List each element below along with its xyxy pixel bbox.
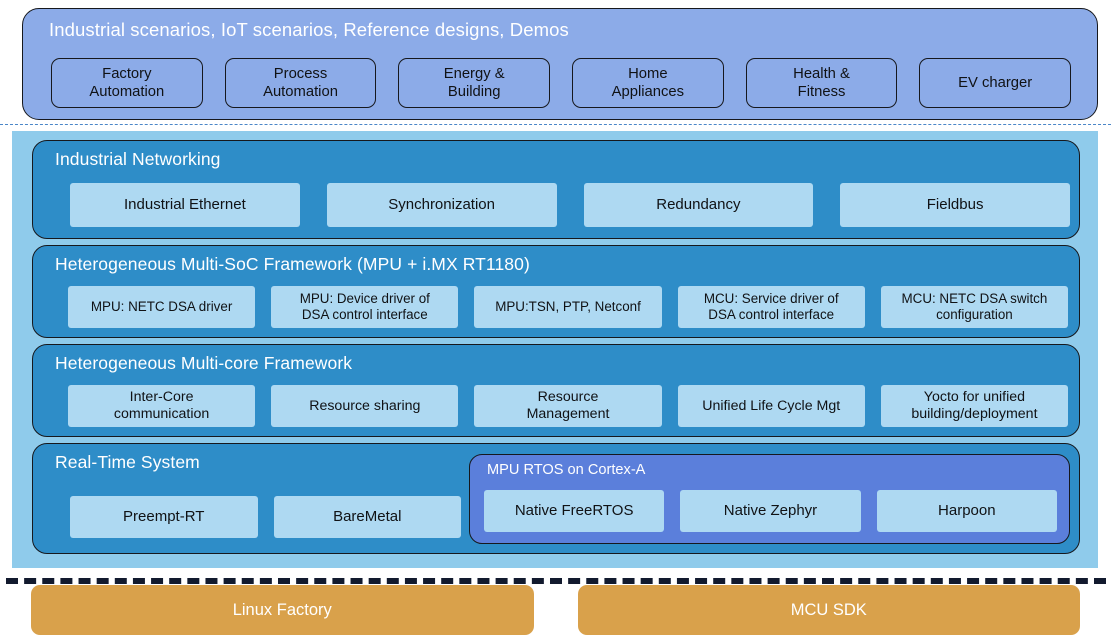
scenarios-band-title: Industrial scenarios, IoT scenarios, Ref…: [49, 19, 569, 40]
chip-industrial-ethernet[interactable]: Industrial Ethernet: [70, 183, 300, 227]
chip-inter-core-communication[interactable]: Inter-Core communication: [68, 385, 256, 427]
chip-fieldbus[interactable]: Fieldbus: [840, 183, 1070, 227]
layer-multi-soc-framework: Heterogeneous Multi-SoC Framework (MPU +…: [32, 245, 1080, 338]
chip-row-real-time-system: Preempt-RT BareMetal: [70, 496, 461, 538]
scenarios-band: Industrial scenarios, IoT scenarios, Ref…: [22, 8, 1098, 120]
scenario-chip-health-fitness[interactable]: Health & Fitness: [745, 58, 898, 108]
layer-title-multi-soc-framework: Heterogeneous Multi-SoC Framework (MPU +…: [55, 254, 530, 274]
chip-row-multi-core-framework: Inter-Core communication Resource sharin…: [68, 385, 1069, 427]
chip-mcu-netc-dsa-switch-configuration[interactable]: MCU: NETC DSA switch configuration: [880, 286, 1069, 328]
chip-resource-management[interactable]: Resource Management: [474, 385, 662, 427]
scenario-chip-row: Factory Automation Process Automation En…: [51, 58, 1072, 108]
layer-title-multi-core-framework: Heterogeneous Multi-core Framework: [55, 353, 353, 373]
chip-native-zephyr[interactable]: Native Zephyr: [680, 490, 861, 532]
scenario-chip-ev-charger[interactable]: EV charger: [919, 58, 1072, 108]
panel-title-mpu-rtos-on-cortex-a: MPU RTOS on Cortex-A: [487, 462, 646, 478]
chip-yocto-unified-building-deployment[interactable]: Yocto for unified building/deployment: [880, 385, 1069, 427]
bottom-sdk-row: Linux Factory MCU SDK: [31, 585, 1080, 635]
layer-title-industrial-networking: Industrial Networking: [55, 149, 221, 169]
layer-industrial-networking: Industrial Networking Industrial Etherne…: [32, 140, 1080, 239]
divider-dashed-thin: [0, 124, 1111, 125]
chip-mcu-service-driver-dsa-control-interface[interactable]: MCU: Service driver of DSA control inter…: [677, 286, 865, 328]
scenario-chip-energy-building[interactable]: Energy & Building: [398, 58, 551, 108]
chip-unified-life-cycle-mgt[interactable]: Unified Life Cycle Mgt: [677, 385, 865, 427]
chip-resource-sharing[interactable]: Resource sharing: [271, 385, 459, 427]
chip-row-mpu-rtos: Native FreeRTOS Native Zephyr Harpoon: [484, 490, 1057, 532]
chip-redundancy[interactable]: Redundancy: [583, 183, 814, 227]
chip-preempt-rt[interactable]: Preempt-RT: [70, 496, 258, 538]
scenario-chip-process-automation[interactable]: Process Automation: [224, 58, 377, 108]
chip-row-multi-soc-framework: MPU: NETC DSA driver MPU: Device driver …: [68, 286, 1069, 328]
chip-harpoon[interactable]: Harpoon: [876, 490, 1057, 532]
chip-mpu-netc-dsa-driver[interactable]: MPU: NETC DSA driver: [68, 286, 256, 328]
software-stack-container: Industrial Networking Industrial Etherne…: [12, 131, 1098, 568]
layer-title-real-time-system: Real-Time System: [55, 452, 200, 472]
panel-mpu-rtos-on-cortex-a: MPU RTOS on Cortex-A Native FreeRTOS Nat…: [469, 454, 1070, 544]
chip-native-freertos[interactable]: Native FreeRTOS: [484, 490, 665, 532]
sdk-box-mcu-sdk[interactable]: MCU SDK: [577, 585, 1080, 635]
chip-baremetal[interactable]: BareMetal: [273, 496, 461, 538]
chip-mpu-tsn-ptp-netconf[interactable]: MPU:TSN, PTP, Netconf: [474, 286, 662, 328]
divider-dashed-thick: [6, 578, 1106, 584]
layer-multi-core-framework: Heterogeneous Multi-core Framework Inter…: [32, 344, 1080, 437]
scenario-chip-home-appliances[interactable]: Home Appliances: [572, 58, 724, 108]
chip-row-industrial-networking: Industrial Ethernet Synchronization Redu…: [70, 183, 1070, 227]
sdk-box-linux-factory[interactable]: Linux Factory: [31, 585, 534, 635]
layer-real-time-system: Real-Time System Preempt-RT BareMetal MP…: [32, 443, 1080, 554]
chip-synchronization[interactable]: Synchronization: [326, 183, 557, 227]
scenario-chip-factory-automation[interactable]: Factory Automation: [51, 58, 203, 108]
chip-mpu-device-driver-dsa-control-interface[interactable]: MPU: Device driver of DSA control interf…: [271, 286, 459, 328]
